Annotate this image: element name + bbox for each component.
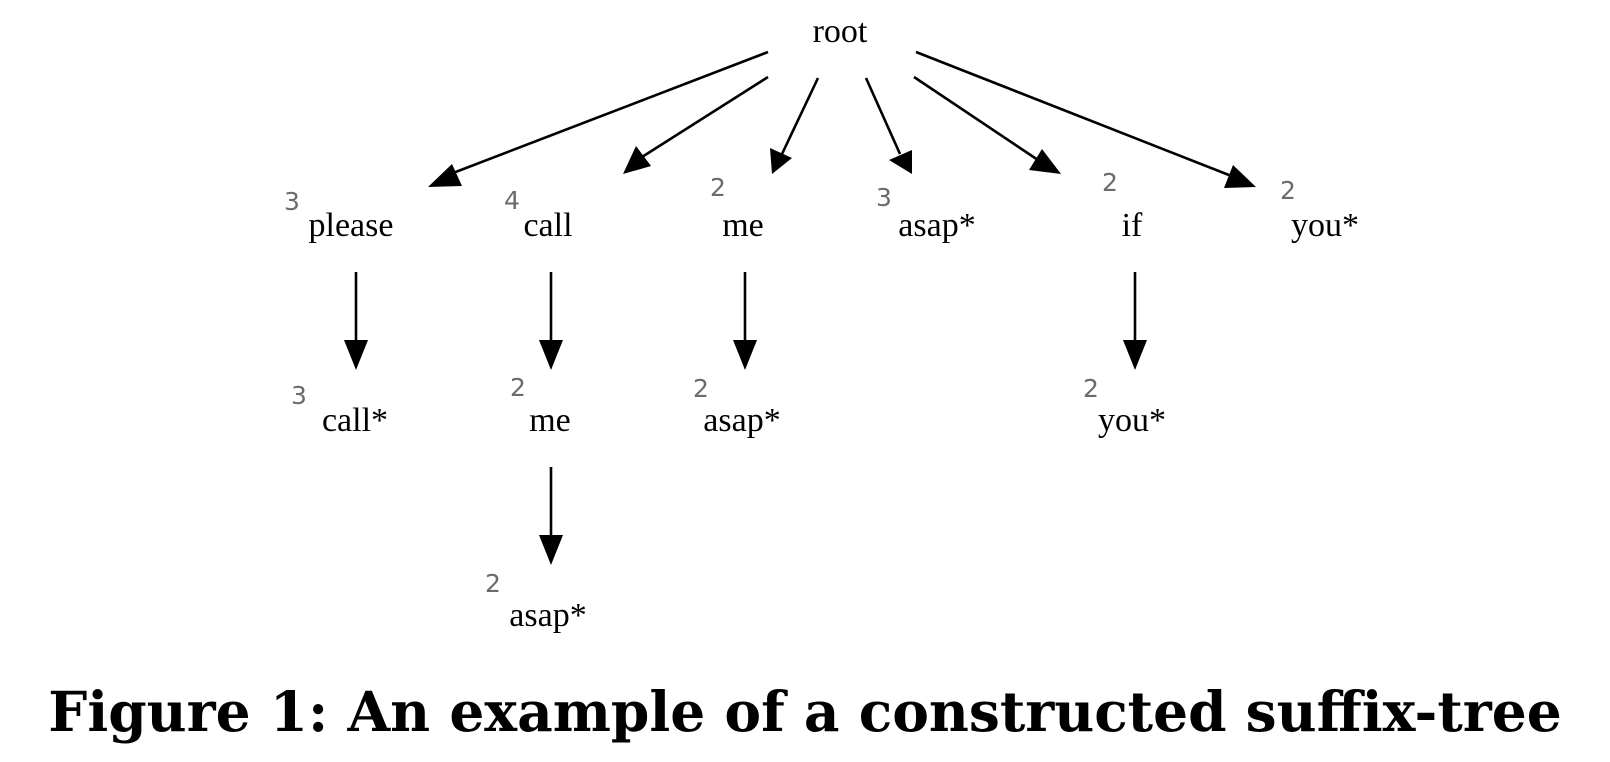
node-count: 2: [710, 173, 726, 202]
edge-root-call: [641, 75, 769, 159]
tree-node: me: [722, 207, 764, 244]
arrowhead-icon: [539, 340, 563, 370]
root-node: root: [813, 13, 868, 50]
arrowhead-icon: [889, 150, 912, 174]
figure-caption: Figure 1: An example of a constructed su…: [48, 679, 1562, 744]
tree-node: you*: [1098, 402, 1166, 439]
tree-node: asap*: [703, 402, 780, 439]
arrowhead-icon: [1224, 165, 1256, 188]
node-count: 2: [693, 374, 709, 403]
arrowhead-icon: [770, 148, 792, 174]
edge-root-if: [913, 75, 1039, 162]
edge-root-please: [439, 50, 769, 180]
node-count: 2: [1280, 176, 1296, 205]
tree-node: me: [529, 402, 571, 439]
node-count: 2: [510, 373, 526, 402]
tree-node: please: [309, 207, 394, 244]
tree-node: if: [1122, 207, 1143, 244]
tree-node: asap*: [898, 207, 975, 244]
node-count: 2: [1083, 374, 1099, 403]
node-count: 3: [291, 381, 307, 410]
edge-root-me: [780, 77, 820, 155]
node-count: 3: [284, 187, 300, 216]
tree-node: you*: [1291, 207, 1359, 244]
node-count: 3: [876, 183, 892, 212]
arrowhead-icon: [623, 146, 651, 174]
tree-node: call: [523, 207, 572, 244]
edge-root-asap: [864, 77, 902, 155]
arrowhead-icon: [344, 340, 368, 370]
tree-node: asap*: [509, 597, 586, 634]
arrowhead-icon: [733, 340, 757, 370]
arrowhead-icon: [1029, 149, 1061, 174]
arrowhead-icon: [1123, 340, 1147, 370]
edge-root-you: [915, 50, 1235, 179]
arrowhead-icon: [428, 164, 462, 187]
node-count: 4: [504, 186, 520, 215]
node-count: 2: [485, 569, 501, 598]
arrowhead-icon: [539, 535, 563, 565]
node-count: 2: [1102, 168, 1118, 197]
tree-node: call*: [322, 402, 388, 439]
edges: [344, 50, 1256, 565]
